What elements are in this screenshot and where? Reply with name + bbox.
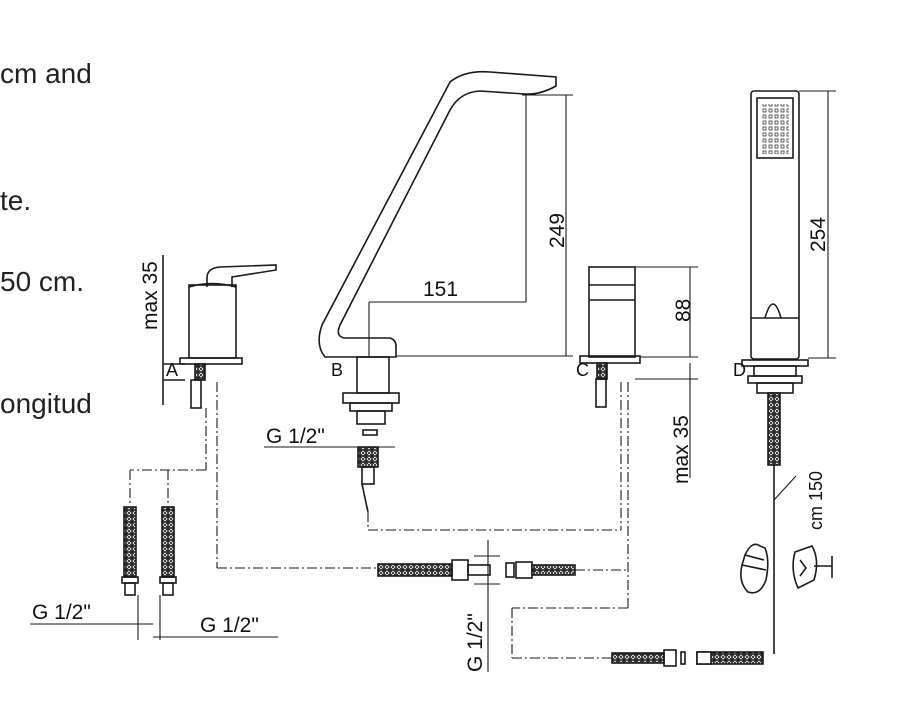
max35-left: max 35 <box>139 261 162 330</box>
dim-88: 88 <box>672 299 695 322</box>
dimension-lines <box>264 90 836 501</box>
dim-249: 249 <box>546 213 569 248</box>
dim-151: 151 <box>423 278 458 301</box>
spout-b <box>318 70 557 513</box>
g-vertical: G 1/2" <box>464 613 487 672</box>
mixer-a <box>162 255 277 409</box>
text-line-2: te. <box>0 185 32 216</box>
hose-dimension-lines <box>30 540 500 672</box>
text-line-1: cm and <box>0 58 92 89</box>
dim-254: 254 <box>807 217 830 252</box>
text-line-3: 50 cm. <box>0 266 85 297</box>
cm150-label: cm 150 <box>806 471 826 530</box>
label-a: A <box>166 360 178 380</box>
labels: A B C D 151 249 88 254 max 35 max 35 cm … <box>32 213 830 672</box>
label-b: B <box>331 360 343 380</box>
label-d: D <box>733 360 746 380</box>
max35-right: max 35 <box>670 415 693 484</box>
hoses <box>121 506 764 667</box>
valve-c <box>579 266 641 408</box>
g-hose-left: G 1/2" <box>32 601 91 624</box>
g-spout: G 1/2" <box>266 425 325 448</box>
hand-shower-d <box>741 90 809 654</box>
g-hose-right: G 1/2" <box>200 614 259 637</box>
holder-parts <box>740 543 833 594</box>
text-line-4: ongitud <box>0 388 92 419</box>
routing-lines <box>129 382 629 659</box>
label-c: C <box>576 360 589 380</box>
